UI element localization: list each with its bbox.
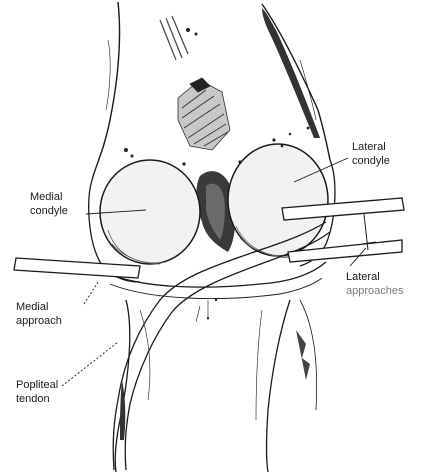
lateral-condyle-label-line1: Lateral bbox=[352, 140, 390, 154]
popliteal-tendon-label: Popliteal tendon bbox=[16, 378, 58, 406]
tibia bbox=[104, 262, 326, 472]
lateral-condyle bbox=[228, 144, 328, 256]
lateral-shaft-shadow bbox=[262, 8, 320, 138]
medial-approach-leader bbox=[84, 282, 98, 304]
popliteal-tendon-leader bbox=[62, 342, 118, 386]
tibia-dark-mark bbox=[120, 380, 125, 440]
lateral-approaches-label: Lateral approaches bbox=[346, 270, 404, 298]
intercondylar-hatching bbox=[178, 78, 230, 150]
medial-approach-label-line2: approach bbox=[16, 314, 62, 328]
lateral-approaches-label-line2: approaches bbox=[346, 284, 404, 298]
fibula-shading bbox=[296, 330, 310, 380]
medial-shaft-strokes bbox=[160, 16, 188, 60]
lateral-approaches-label-line1: Lateral bbox=[346, 270, 404, 284]
medial-condyle-label-line2: condyle bbox=[30, 204, 68, 218]
lateral-condyle-label: Lateral condyle bbox=[352, 140, 390, 168]
medial-approach-pin bbox=[14, 258, 140, 278]
popliteal-tendon-label-line2: tendon bbox=[16, 392, 58, 406]
lateral-condyle-label-line2: condyle bbox=[352, 154, 390, 168]
medial-condyle-label-line1: Medial bbox=[30, 190, 68, 204]
medial-condyle-label: Medial condyle bbox=[30, 190, 68, 218]
medial-approach-label-line1: Medial bbox=[16, 300, 62, 314]
popliteal-tendon-label-line1: Popliteal bbox=[16, 378, 58, 392]
medial-approach-label: Medial approach bbox=[16, 300, 62, 328]
